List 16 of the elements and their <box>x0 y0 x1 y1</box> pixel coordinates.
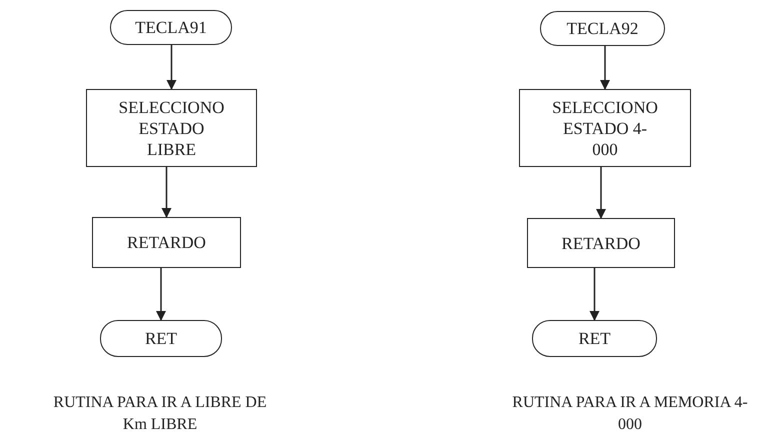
terminal-pill: RET <box>532 320 657 357</box>
arrow <box>156 268 166 321</box>
arrow <box>590 268 600 321</box>
arrow <box>596 167 606 219</box>
process-box: RETARDO <box>527 218 675 268</box>
process-box: RETARDO <box>92 217 241 268</box>
terminal-pill: RET <box>100 320 222 357</box>
flowchart-caption: RUTINA PARA IR A LIBRE DE Km LIBRE <box>52 393 268 435</box>
flowchart-caption: RUTINA PARA IR A MEMORIA 4-000 <box>511 393 749 435</box>
process-box: SELECCIONO ESTADO 4-000 <box>519 89 691 167</box>
terminal-pill: TECLA92 <box>540 11 665 46</box>
arrow <box>600 46 610 90</box>
arrow <box>162 167 172 218</box>
arrow <box>166 45 176 90</box>
terminal-pill: TECLA91 <box>110 10 232 45</box>
process-box: SELECCIONO ESTADO LIBRE <box>86 89 257 167</box>
